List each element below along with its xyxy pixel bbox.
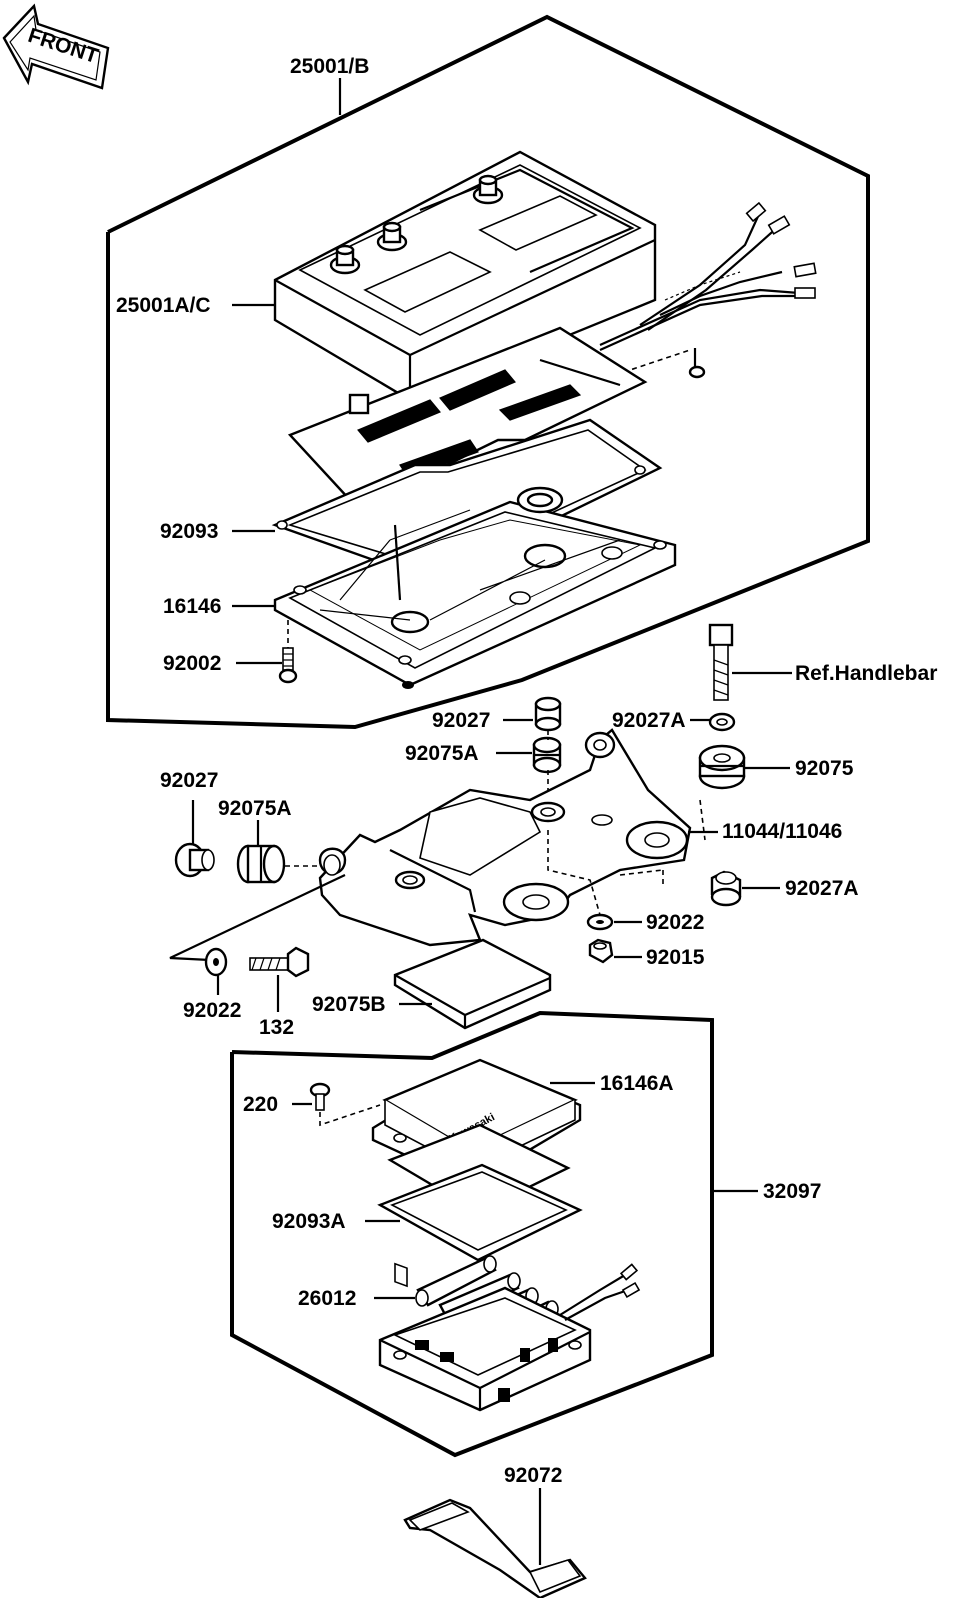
screw-icon xyxy=(309,1082,381,1127)
label-clock-assembly: 32097 xyxy=(763,1180,821,1203)
label-damper-right: 92075 xyxy=(795,757,854,780)
collar-icon xyxy=(708,712,736,732)
label-screw-cover: 92002 xyxy=(163,652,221,675)
label-bolt: 132 xyxy=(259,1016,294,1039)
label-pad: 92075B xyxy=(312,993,386,1016)
part-labels: 25001/B 25001A/C 92093 16146 92002 Ref.H… xyxy=(116,55,937,1487)
bracket xyxy=(318,728,706,947)
label-meter-cover: 16146 xyxy=(163,595,221,618)
clock-wires xyxy=(559,1263,641,1321)
label-band: 92072 xyxy=(504,1464,562,1487)
label-collar-top: 92027 xyxy=(432,709,490,732)
label-meter-assembly: 25001/B xyxy=(290,55,369,78)
collar-icon xyxy=(710,870,742,907)
label-battery: 26012 xyxy=(298,1287,356,1310)
label-ref-handlebar: Ref.Handlebar xyxy=(795,662,937,685)
clock-assembly-boundary xyxy=(230,1010,714,1458)
label-nut: 92015 xyxy=(646,946,705,969)
knob-icon xyxy=(376,221,408,252)
bolt-icon xyxy=(249,946,310,978)
washer-icon xyxy=(204,947,228,977)
damper-icon xyxy=(698,744,746,790)
label-gasket-lower: 92093A xyxy=(272,1210,346,1233)
front-arrow-icon: FRONT xyxy=(2,3,110,90)
wiring-harness xyxy=(599,201,817,352)
bolt-icon xyxy=(708,623,734,701)
damper-icon xyxy=(236,844,286,884)
screw-icon xyxy=(278,620,298,684)
knob-icon xyxy=(472,174,504,205)
label-bracket: 11044/11046 xyxy=(722,820,842,843)
washer-icon xyxy=(586,913,614,931)
label-gasket-upper: 92093 xyxy=(160,520,218,543)
meter-cover xyxy=(273,486,677,689)
gasket-lower xyxy=(377,1163,583,1262)
label-screw-220: 220 xyxy=(243,1093,278,1116)
label-clock-cover: 16146A xyxy=(600,1072,674,1095)
label-damper-top-a: 92075A xyxy=(405,742,479,765)
label-washer-left: 92022 xyxy=(183,999,241,1022)
label-collar-top-a: 92027A xyxy=(612,709,686,732)
collar-icon xyxy=(174,842,215,878)
meter-assembly-boundary xyxy=(106,14,870,730)
collar-icon xyxy=(534,696,562,732)
label-collar-left: 92027 xyxy=(160,769,218,792)
damper-icon xyxy=(532,736,562,774)
label-damper-left-a: 92075A xyxy=(218,797,292,820)
battery-case xyxy=(378,1286,592,1412)
band xyxy=(403,1498,587,1598)
label-washer-right: 92022 xyxy=(646,911,704,934)
nut-icon xyxy=(588,938,614,964)
knob-icon xyxy=(329,244,361,275)
pad xyxy=(393,938,552,1030)
label-meter-case: 25001A/C xyxy=(116,294,211,317)
leader-lines xyxy=(191,78,792,1565)
label-collar-right-a: 92027A xyxy=(785,877,859,900)
